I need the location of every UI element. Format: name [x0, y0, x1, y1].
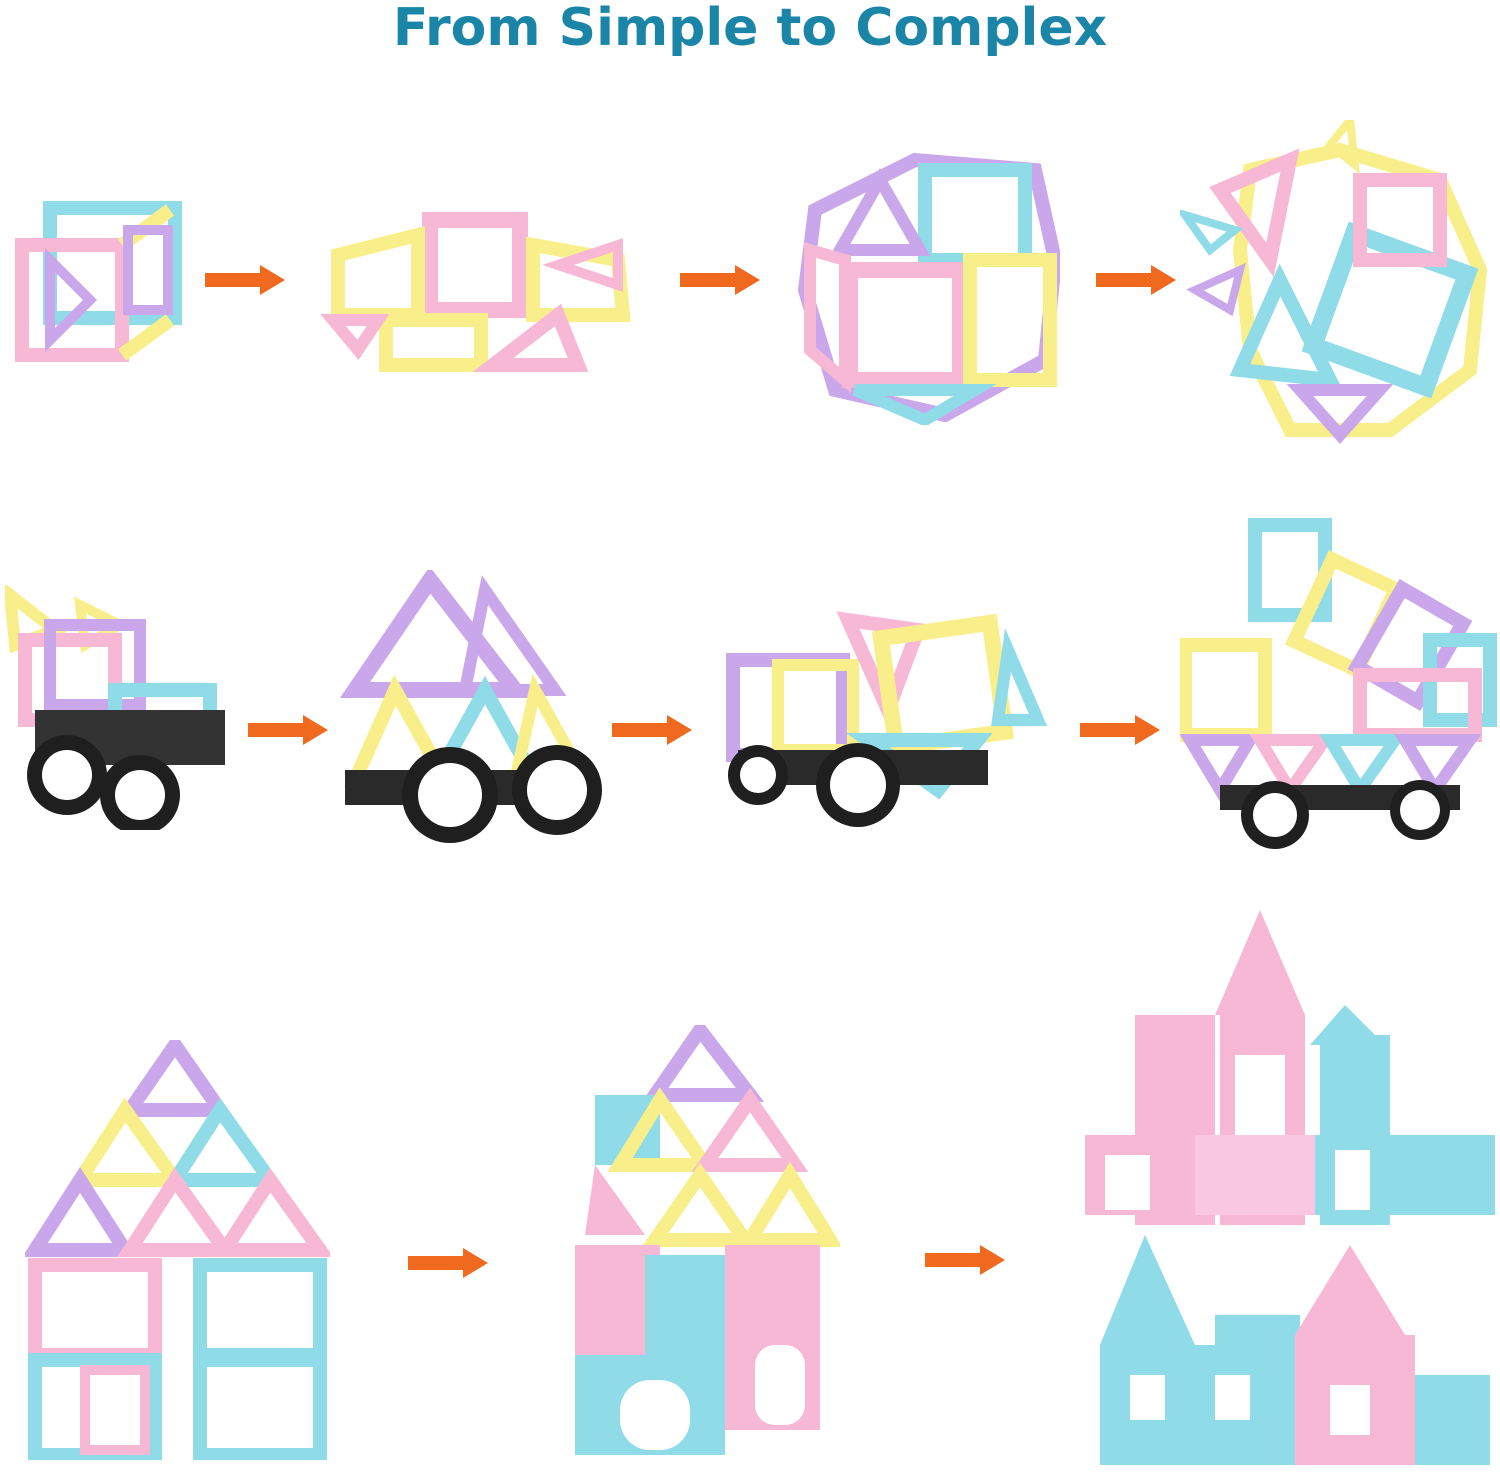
model-flat-flower: [318, 205, 638, 380]
row-vehicles: [0, 515, 1500, 865]
model-buggy: [5, 585, 240, 830]
right-arrow-icon: [1096, 265, 1176, 295]
model-star-ball: [1180, 120, 1495, 445]
model-house: [565, 1025, 840, 1465]
model-pyramid-car: [335, 570, 605, 845]
row-buildings: [0, 905, 1500, 1481]
right-arrow-icon: [925, 1245, 1005, 1275]
page-title: From Simple to Complex: [392, 0, 1108, 58]
right-arrow-icon: [1080, 715, 1160, 745]
right-arrow-icon: [408, 1248, 488, 1278]
model-crane-truck: [1180, 515, 1498, 855]
model-truck: [718, 610, 1053, 830]
model-castle: [1085, 905, 1495, 1475]
right-arrow-icon: [248, 715, 328, 745]
model-arch: [25, 1040, 330, 1460]
right-arrow-icon: [612, 715, 692, 745]
row-shapes: [0, 120, 1500, 450]
model-ball: [795, 150, 1060, 425]
right-arrow-icon: [680, 265, 760, 295]
right-arrow-icon: [205, 265, 285, 295]
model-cube: [10, 200, 185, 365]
